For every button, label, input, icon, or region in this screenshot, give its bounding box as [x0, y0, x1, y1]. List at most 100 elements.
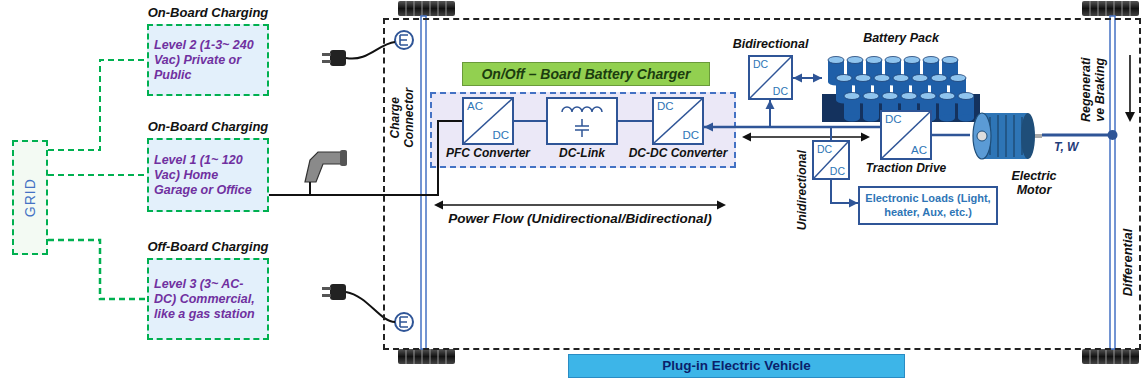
wheel: [1082, 349, 1139, 364]
text-holder: Off-Board Charging: [127, 239, 289, 255]
connector-line: [514, 120, 546, 122]
loads-text: Electronic Loads (Light, heater, Aux, et…: [865, 192, 991, 218]
text-holder: Electric Motor: [1002, 169, 1066, 198]
motor-illustration: [970, 105, 1042, 167]
charging-level-text: Level 1 (1~ 120 Vac) Home Garage or Offi…: [154, 153, 262, 198]
power-flow-arrow: [434, 201, 726, 210]
connector: [514, 121, 546, 122]
converter-box: DCDCBidirectional: [748, 55, 793, 100]
port-label: AC: [467, 101, 483, 113]
arrow-head: [849, 199, 858, 208]
connector-label: Charge Connector: [389, 78, 417, 158]
text-holder: T, W: [1054, 140, 1078, 154]
grid-box: GRID: [12, 140, 48, 255]
text-holder: DC: [492, 130, 509, 142]
converter-box: DCACTraction Drive: [880, 110, 932, 160]
text-holder: DC: [817, 144, 832, 155]
connector: [48, 60, 147, 150]
text-holder: AC: [467, 101, 483, 113]
front-axle: [421, 16, 426, 349]
socket-icon: [395, 31, 413, 49]
grid-label: GRID: [22, 147, 37, 248]
charging-heading: On-Board Charging: [127, 5, 289, 21]
connector-line: [269, 121, 462, 195]
charging-level-text: Level 3 (3~ AC-DC) Commercial, like a ga…: [154, 277, 262, 322]
converter-box: DCDCDC-DC Converter: [652, 97, 704, 145]
bus-flow-arrow: [742, 133, 870, 142]
dc-link-symbol: [548, 99, 616, 143]
wheel: [398, 1, 455, 16]
plug-icon: [322, 284, 346, 300]
text-holder: AC: [911, 145, 927, 157]
vehicle-outline: Plug-in Electric VehicleOn/Off – Board B…: [383, 18, 1141, 350]
battery-label: Battery Pack: [802, 31, 1000, 46]
wheel: [1082, 1, 1139, 16]
port-label: DC: [830, 166, 845, 177]
connector: [48, 240, 147, 299]
power-flow-label: Power Flow (Unidirectional/Bidirectional…: [434, 211, 726, 227]
text-holder: DC-DC Converter: [598, 146, 758, 160]
text-holder: DC: [773, 86, 788, 97]
connector-line: [48, 174, 147, 176]
arrow-head: [766, 100, 775, 109]
shaft-joint: [1108, 130, 1118, 140]
charging-heading: Off-Board Charging: [127, 239, 289, 255]
connector-line: [932, 134, 970, 137]
charging-cable: [346, 42, 395, 59]
text-holder: Unidirectional: [794, 144, 810, 236]
port-label: DC: [682, 130, 699, 142]
port-label: DC: [753, 59, 768, 70]
differential-label: Differential: [1121, 212, 1136, 312]
connector: [48, 175, 147, 176]
charging-gun-icon: [305, 150, 347, 182]
torque-speed-label: T, W: [1054, 140, 1078, 154]
arrow-head: [793, 74, 802, 83]
text-holder: Regenerati ve Braking: [1079, 52, 1109, 128]
connector-line: [48, 240, 147, 299]
dc-link-box: DC-Link: [546, 97, 618, 145]
wheel: [398, 349, 455, 364]
converter-label: Bidirectional: [691, 37, 851, 52]
connector: [932, 135, 970, 136]
text-holder: On/Off – Board Battery Charger: [462, 62, 710, 86]
connector-line: [48, 60, 147, 150]
charging-heading: On-Board Charging: [127, 119, 289, 135]
charger-heading: On/Off – Board Battery Charger: [462, 62, 710, 86]
text-holder: Power Flow (Unidirectional/Bidirectional…: [434, 211, 726, 227]
motor-label: Electric Motor: [1002, 169, 1066, 198]
port-label: DC: [817, 144, 832, 155]
vehicle-label: Plug-in Electric Vehicle: [568, 354, 905, 378]
charging-level-text: Level 2 (1-3~ 240 Vac) Private or Public: [154, 38, 262, 83]
text-holder: Bidirectional: [691, 37, 851, 52]
connector: [793, 74, 822, 83]
text-holder: DC: [657, 101, 674, 113]
plug-icon: [322, 50, 346, 66]
text-holder: Differential: [1120, 212, 1136, 312]
text-holder: Charge Connector: [388, 78, 418, 158]
text-holder: Battery Pack: [802, 31, 1000, 46]
charger-region: On/Off – Board Battery ChargerACDCPFC Co…: [430, 92, 736, 168]
converter-box: ACDCPFC Converter: [462, 97, 514, 145]
charging-level-box: On-Board ChargingLevel 1 (1~ 120 Vac) Ho…: [147, 138, 269, 212]
connector: [618, 121, 652, 122]
braking-arrow: [1125, 55, 1135, 122]
rear-axle: [1110, 16, 1115, 349]
connector: [704, 127, 831, 140]
charging-level-box: Off-Board ChargingLevel 3 (3~ AC-DC) Com…: [147, 258, 269, 340]
text-holder: Plug-in Electric Vehicle: [568, 354, 905, 378]
converter-label: PFC Converter: [408, 146, 568, 160]
converter-label: Unidirectional: [795, 144, 809, 236]
port-label: DC: [657, 101, 674, 113]
loads-box: Electronic Loads (Light, heater, Aux, et…: [858, 186, 998, 225]
charging-cable: [309, 182, 311, 195]
motor-shaft: [1042, 134, 1109, 137]
charging-cable: [346, 292, 395, 322]
connector: [269, 121, 462, 195]
converter-box: DCDCUnidirectional: [812, 140, 850, 180]
port-label: DC: [773, 86, 788, 97]
arrow-head: [813, 74, 822, 83]
charging-level-box: On-Board ChargingLevel 2 (1-3~ 240 Vac) …: [147, 24, 269, 96]
converter-label: Traction Drive: [826, 161, 986, 175]
text-holder: DC: [830, 166, 845, 177]
